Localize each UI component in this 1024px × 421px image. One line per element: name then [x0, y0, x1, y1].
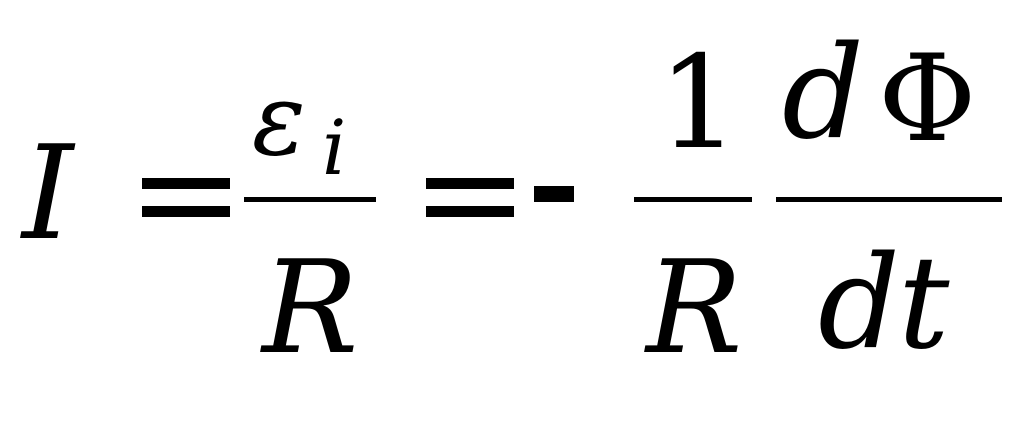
fraction-bar-one-over-r	[634, 197, 752, 202]
magnetic-flux-phi: Φ	[878, 30, 977, 169]
numerator-one: 1	[658, 29, 740, 178]
fraction-bar-flux-derivative	[776, 197, 1002, 202]
numerator-d: d	[782, 19, 864, 168]
resistance-symbol-2: R	[646, 234, 743, 383]
equals-sign-bottom-bar	[142, 206, 230, 217]
fraction-bar-emf	[244, 197, 376, 202]
emf-epsilon-symbol: ε	[252, 61, 306, 178]
equals-sign-2-top-bar	[426, 178, 514, 189]
minus-sign	[534, 186, 574, 202]
denominator-d: d	[818, 229, 900, 378]
resistance-symbol: R	[262, 234, 359, 383]
equals-sign-top-bar	[142, 178, 230, 189]
current-symbol: I	[22, 117, 74, 269]
emf-subscript-i: i	[322, 103, 347, 192]
minus-sign-text: -	[534, 130, 537, 140]
time-symbol-t: t	[898, 229, 950, 378]
equals-sign-2-bottom-bar	[426, 206, 514, 217]
